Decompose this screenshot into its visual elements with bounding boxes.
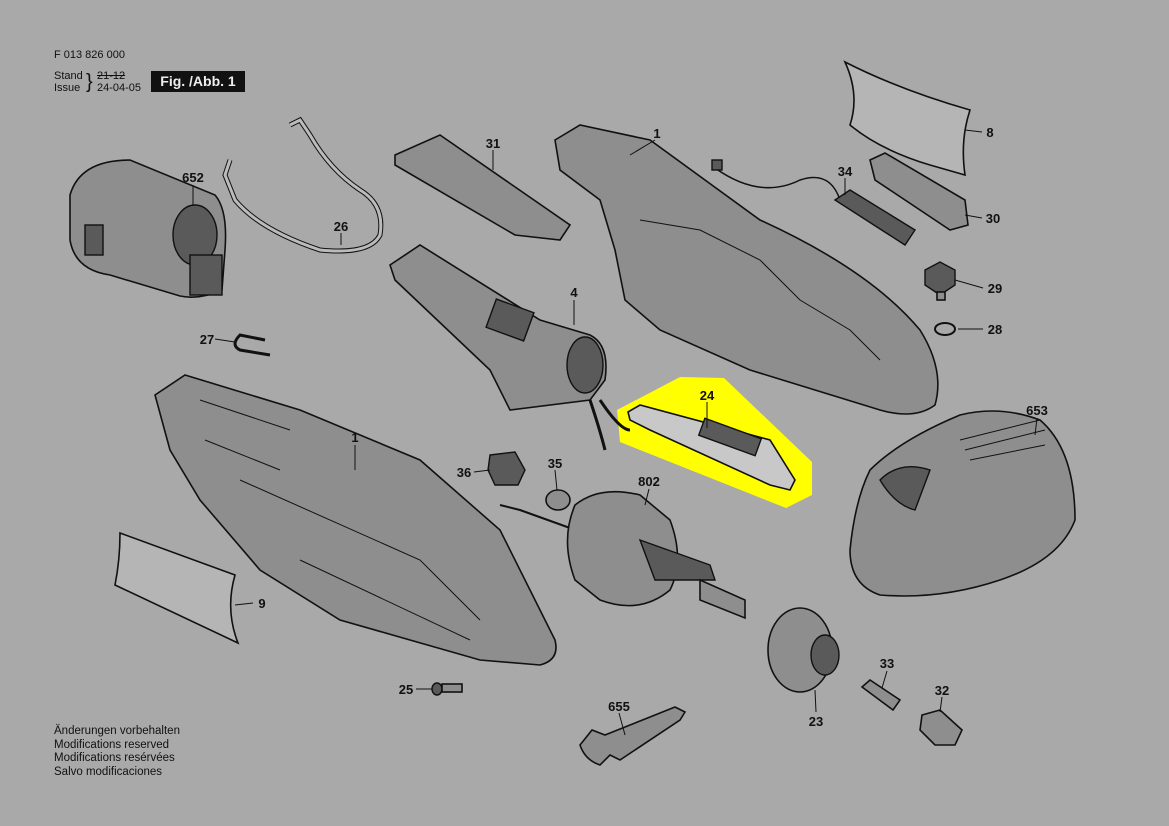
label-26: 26 [334,219,348,234]
note-de: Änderungen vorbehalten [54,725,180,737]
label-30: 30 [986,211,1000,226]
nut-part-23[interactable] [767,607,840,693]
label-653: 653 [1026,403,1048,418]
stand-value: 21-12 [97,70,126,82]
cover-part-31[interactable] [394,134,572,241]
brace: } [86,71,93,93]
stand-label: Stand [54,70,83,82]
label-32: 32 [935,683,949,698]
slider-part-30[interactable] [869,152,969,231]
label-33: 33 [880,656,894,671]
wrench-part-655[interactable] [579,706,687,766]
label-25: 25 [399,682,413,697]
label-1-bottom: 1 [351,430,358,445]
clip-part-27[interactable] [233,333,271,357]
knob-part-29[interactable] [924,261,956,301]
issue-value: 24-04-05 [97,82,142,94]
label-part-8[interactable] [843,60,972,177]
label-802: 802 [638,474,660,489]
label-29: 29 [988,281,1002,296]
housing-half-bottom-part-1[interactable] [154,374,557,666]
cable-part-26[interactable] [222,116,384,254]
label-4: 4 [570,285,578,300]
contact-plate-part-24[interactable] [627,404,796,491]
label-24: 24 [700,388,715,403]
label-27: 27 [200,332,214,347]
label-28: 28 [988,322,1002,337]
collet-nut-part-32[interactable] [919,709,963,746]
battery-part-652[interactable] [69,159,227,298]
figure-label: Fig. /Abb. 1 [151,71,245,92]
label-9: 9 [258,596,265,611]
electronics-module-part-4[interactable] [389,244,631,451]
modification-notes: Änderungen vorbehalten Modifications res… [54,725,180,779]
note-es: Salvo modificaciones [54,765,163,778]
spring-part-28[interactable] [934,322,956,336]
label-1-top: 1 [653,126,660,141]
label-36: 36 [457,465,471,480]
housing-half-top-part-1[interactable] [554,124,939,415]
label-652: 652 [182,170,204,185]
label-31: 31 [486,136,500,151]
label-35: 35 [548,456,562,471]
issue-label: Issue [54,82,81,94]
label-23: 23 [809,714,823,729]
label-34: 34 [838,164,853,179]
label-8: 8 [986,125,993,140]
charger-part-653[interactable] [849,410,1076,597]
bushing-part-36[interactable] [487,451,526,486]
note-fr: Modifications resérvées [54,752,175,764]
label-655: 655 [608,699,630,714]
ring-part-35[interactable] [545,489,571,511]
armature-part-802[interactable] [499,490,746,620]
screw-part-25[interactable] [431,682,463,696]
label-part-9[interactable] [114,531,240,645]
collet-part-33[interactable] [860,678,902,712]
note-en: Modifications reserved [54,738,170,751]
part-number: F 013 826 000 [54,49,125,61]
